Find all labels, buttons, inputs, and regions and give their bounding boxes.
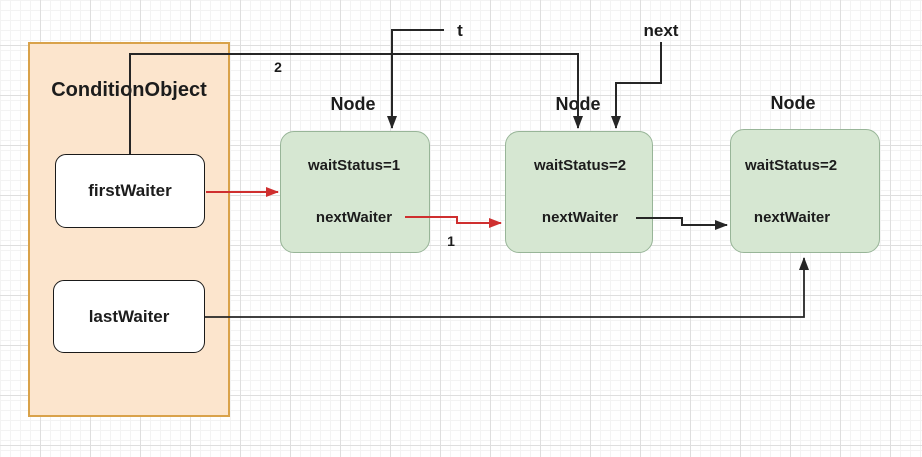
node-3-wait-status: waitStatus=2	[744, 157, 838, 174]
arrow-next-to-node2	[611, 42, 662, 129]
node-3-next-waiter: nextWaiter	[753, 209, 831, 226]
arrow-thread-t-to-node1	[387, 29, 444, 129]
node-1-next-waiter: nextWaiter	[315, 209, 393, 226]
node-1-wait-status: waitStatus=1	[307, 157, 401, 174]
step-2-label: 2	[274, 59, 282, 75]
thread-pointer-label: t	[457, 21, 463, 40]
node-2-next-waiter: nextWaiter	[541, 209, 619, 226]
step-1-label: 1	[447, 233, 455, 249]
node-3-box	[730, 129, 880, 253]
last-waiter-label: lastWaiter	[88, 306, 170, 326]
next-pointer-label: next	[643, 21, 679, 40]
node-1-title: Node	[330, 94, 376, 114]
node-2-title: Node	[555, 94, 601, 114]
last-waiter-box: lastWaiter	[53, 280, 205, 353]
condition-object-title: ConditionObject	[51, 79, 207, 101]
first-waiter-label: firstWaiter	[88, 181, 172, 200]
node-2-wait-status: waitStatus=2	[533, 157, 627, 174]
arrow-lastwaiter-to-node3	[205, 257, 809, 318]
first-waiter-box: firstWaiter	[55, 154, 205, 228]
node-1-box	[280, 131, 430, 253]
node-2-box	[505, 131, 653, 253]
node-3-title: Node	[770, 93, 816, 113]
